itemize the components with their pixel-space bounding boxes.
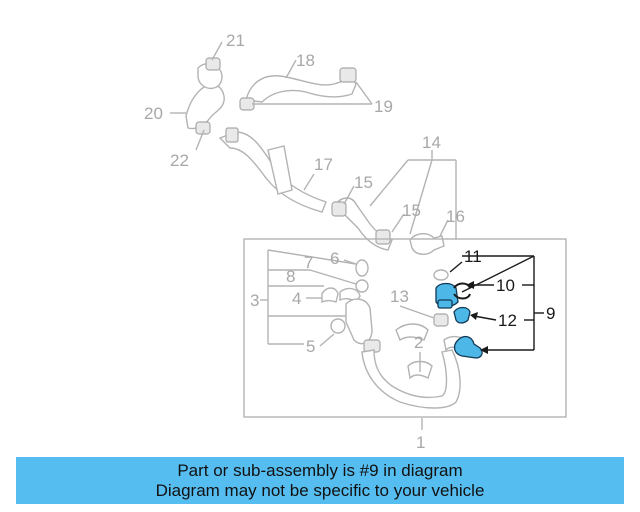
callout-1: 1 xyxy=(416,433,425,452)
callout-8: 8 xyxy=(286,267,295,286)
part-12-seal xyxy=(453,306,471,324)
callout-5: 5 xyxy=(306,337,315,356)
part-10-clip xyxy=(453,282,471,289)
callout-11: 11 xyxy=(464,247,482,266)
banner-line-2: Diagram may not be specific to your vehi… xyxy=(155,480,485,500)
callout-21: 21 xyxy=(226,31,245,50)
callout-22: 22 xyxy=(170,151,189,170)
callout-13: 13 xyxy=(390,287,409,306)
lower-hose-assembly xyxy=(321,259,471,409)
callout-20: 20 xyxy=(144,104,163,123)
callout-3: 3 xyxy=(250,291,259,310)
callout-15-upper: 15 xyxy=(354,173,373,192)
callout-17: 17 xyxy=(314,155,333,174)
upper-leader-lines xyxy=(170,41,457,240)
callout-labels: 21 18 19 20 22 14 17 15 15 16 6 7 8 3 4 … xyxy=(144,31,555,452)
highlight-leader-lines xyxy=(449,255,544,354)
part-9-elbow xyxy=(453,335,483,359)
callout-19: 19 xyxy=(374,97,393,116)
callout-16: 16 xyxy=(446,207,465,226)
part-11-oring xyxy=(433,269,449,281)
lower-leader-lines xyxy=(260,249,435,430)
callout-10: 10 xyxy=(496,276,515,295)
upper-hose-assembly xyxy=(185,57,445,255)
callout-18: 18 xyxy=(296,51,315,70)
callout-14: 14 xyxy=(422,133,441,152)
info-banner: Part or sub-assembly is #9 in diagram Di… xyxy=(16,457,624,504)
callout-4: 4 xyxy=(292,289,301,308)
callout-7: 7 xyxy=(304,253,313,272)
sub-assembly-box xyxy=(243,238,567,418)
callout-6: 6 xyxy=(330,249,339,268)
parts-diagram: 21 18 19 20 22 14 17 15 15 16 6 7 8 3 4 … xyxy=(144,31,567,452)
callout-15-lower: 15 xyxy=(402,201,421,220)
callout-9: 9 xyxy=(546,304,555,323)
callout-12: 12 xyxy=(498,311,517,330)
callout-2: 2 xyxy=(414,333,423,352)
banner-line-1: Part or sub-assembly is #9 in diagram xyxy=(177,460,463,480)
highlighted-assembly-9 xyxy=(433,269,483,359)
